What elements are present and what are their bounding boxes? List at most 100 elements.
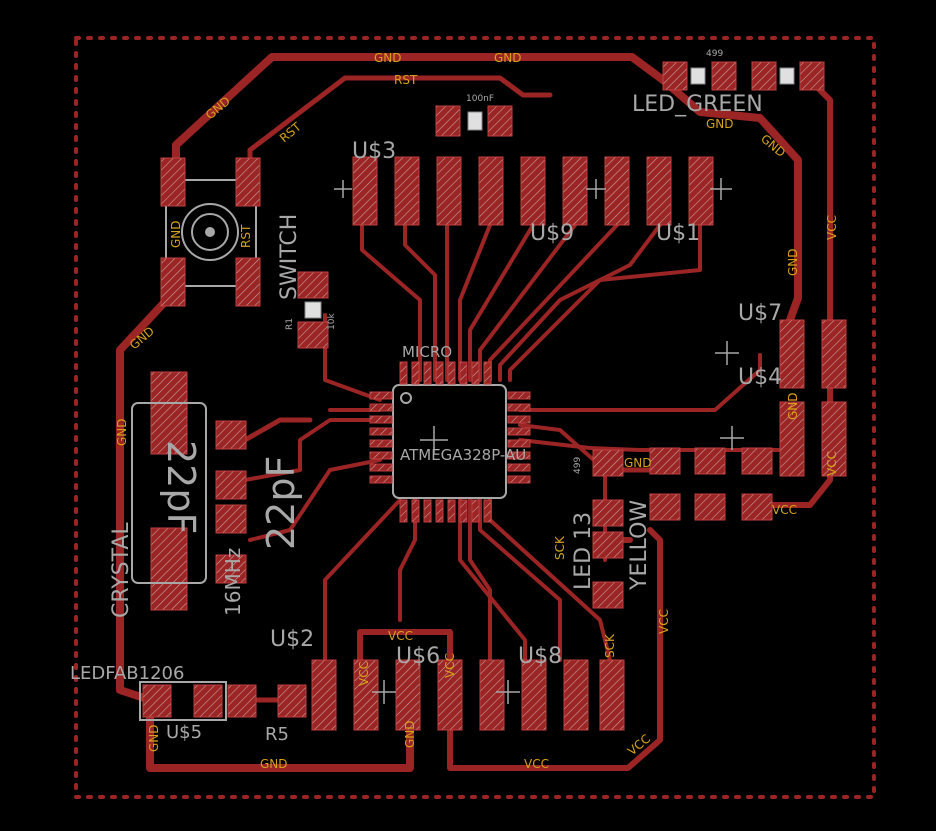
net-gnd-top2: GND [494, 51, 522, 65]
net-vcc-u4: VCC [825, 451, 839, 476]
label-cap-22pf-a: 22pF [159, 440, 203, 534]
mcu-pin [507, 391, 531, 400]
label-ledfab: LEDFAB1206 [70, 663, 184, 684]
header-pad [562, 156, 588, 226]
header-pad [599, 659, 625, 731]
label-r1-val: 10k [327, 313, 337, 330]
header-pad [688, 156, 714, 226]
mcu-pin [507, 415, 531, 424]
label-led13: LED 13 [571, 512, 596, 590]
mcu-pin [507, 475, 531, 484]
net-gnd-u5: GND [147, 724, 161, 752]
mcu-pin [369, 475, 393, 484]
board-outline [74, 36, 876, 799]
net-sck-b: SCK [603, 633, 617, 658]
mcu-pin [507, 403, 531, 412]
mcu-pin [411, 499, 420, 523]
net-rst-diag: RST [277, 119, 304, 145]
header-pad [779, 401, 805, 477]
mcu-pin [471, 499, 480, 523]
mcu-pins [369, 361, 531, 523]
mcu-pin [483, 499, 492, 523]
net-gnd-right-diag: GND [758, 132, 788, 160]
label-r1: R1 [285, 318, 295, 330]
label-u1: U$1 [656, 221, 700, 246]
mcu-pin [369, 403, 393, 412]
net-gnd-top1: GND [374, 51, 402, 65]
net-vcc-bottom: VCC [524, 757, 549, 771]
label-u7: U$7 [738, 301, 782, 326]
header-pad [478, 156, 504, 226]
label-u4: U$4 [738, 365, 782, 390]
mcu-pin [369, 415, 393, 424]
label-u6: U$6 [396, 644, 440, 669]
net-vcc-right: VCC [825, 215, 839, 240]
label-u2: U$2 [270, 627, 314, 652]
header-pad [436, 156, 462, 226]
header-pad [437, 659, 463, 731]
silk-labels: U$3 U$9 U$1 U$7 U$4 U$2 U$6 U$8 U$5 R5 L… [70, 49, 782, 745]
net-gnd-caps: GND [624, 456, 652, 470]
mcu-pin [369, 451, 393, 460]
mcu-pin [435, 361, 444, 385]
net-vcc-mid: VCC [657, 609, 671, 634]
net-labels: GND GND GND RST RST GND GND GND VCC GND … [115, 51, 839, 771]
header-pad [646, 156, 672, 226]
net-gnd-left-diag: GND [127, 324, 157, 352]
mcu-pin [399, 361, 408, 385]
net-gnd-u4: GND [786, 392, 800, 420]
mcu-pin [423, 499, 432, 523]
header-pad [563, 659, 589, 731]
header-pad [479, 659, 505, 731]
net-gnd-bottom: GND [260, 757, 288, 771]
label-u5: U$5 [166, 722, 202, 743]
mcu-pin [369, 439, 393, 448]
mcu-pin [399, 499, 408, 523]
mcu-pin [507, 451, 531, 460]
mcu-pin [459, 499, 468, 523]
label-mcu: ATMEGA328P-AU [400, 446, 526, 464]
label-crystal: CRYSTAL [109, 522, 134, 618]
mcu-pin [369, 391, 393, 400]
header-pad [821, 401, 847, 477]
label-u9: U$9 [530, 221, 574, 246]
label-cap-22pf-b: 22pF [259, 456, 303, 550]
copper-traces [116, 53, 833, 772]
label-led-green: LED_GREEN [632, 92, 763, 117]
header-pads [311, 156, 847, 731]
label-switch: SWITCH [277, 214, 302, 300]
net-vcc-u6b: VCC [443, 653, 457, 678]
net-vcc-diag: VCC [625, 732, 653, 759]
label-r499-mid: 499 [573, 457, 583, 474]
mcu-pin [369, 463, 393, 472]
label-crystal-freq: 16MHz [221, 548, 245, 616]
mcu-pin [447, 499, 456, 523]
net-gnd-right: GND [786, 248, 800, 276]
mcu-pin [411, 361, 420, 385]
net-gnd-ledgreen: GND [706, 117, 734, 131]
net-vcc-u6: VCC [388, 629, 413, 643]
mcu-pin [507, 463, 531, 472]
mcu-pin [447, 361, 456, 385]
net-gnd-left: GND [115, 418, 129, 446]
net-sck-a: SCK [553, 535, 567, 560]
header-pad [521, 659, 547, 731]
mcu-pin [435, 499, 444, 523]
header-pad [395, 659, 421, 731]
net-vcc-u2: VCC [357, 661, 371, 686]
mcu-pin [507, 427, 531, 436]
header-pad [352, 156, 378, 226]
net-gnd-sw: GND [169, 220, 183, 248]
header-pad [821, 319, 847, 389]
label-u8: U$8 [518, 644, 562, 669]
label-u3: U$3 [352, 139, 396, 164]
header-pad [604, 156, 630, 226]
header-pad [353, 659, 379, 731]
net-vcc-caps: VCC [772, 503, 797, 517]
mcu-pin [459, 361, 468, 385]
mcu-atmega328p [392, 384, 507, 499]
header-pad [779, 319, 805, 389]
net-rst-top: RST [394, 73, 418, 87]
header-pad [311, 659, 337, 731]
